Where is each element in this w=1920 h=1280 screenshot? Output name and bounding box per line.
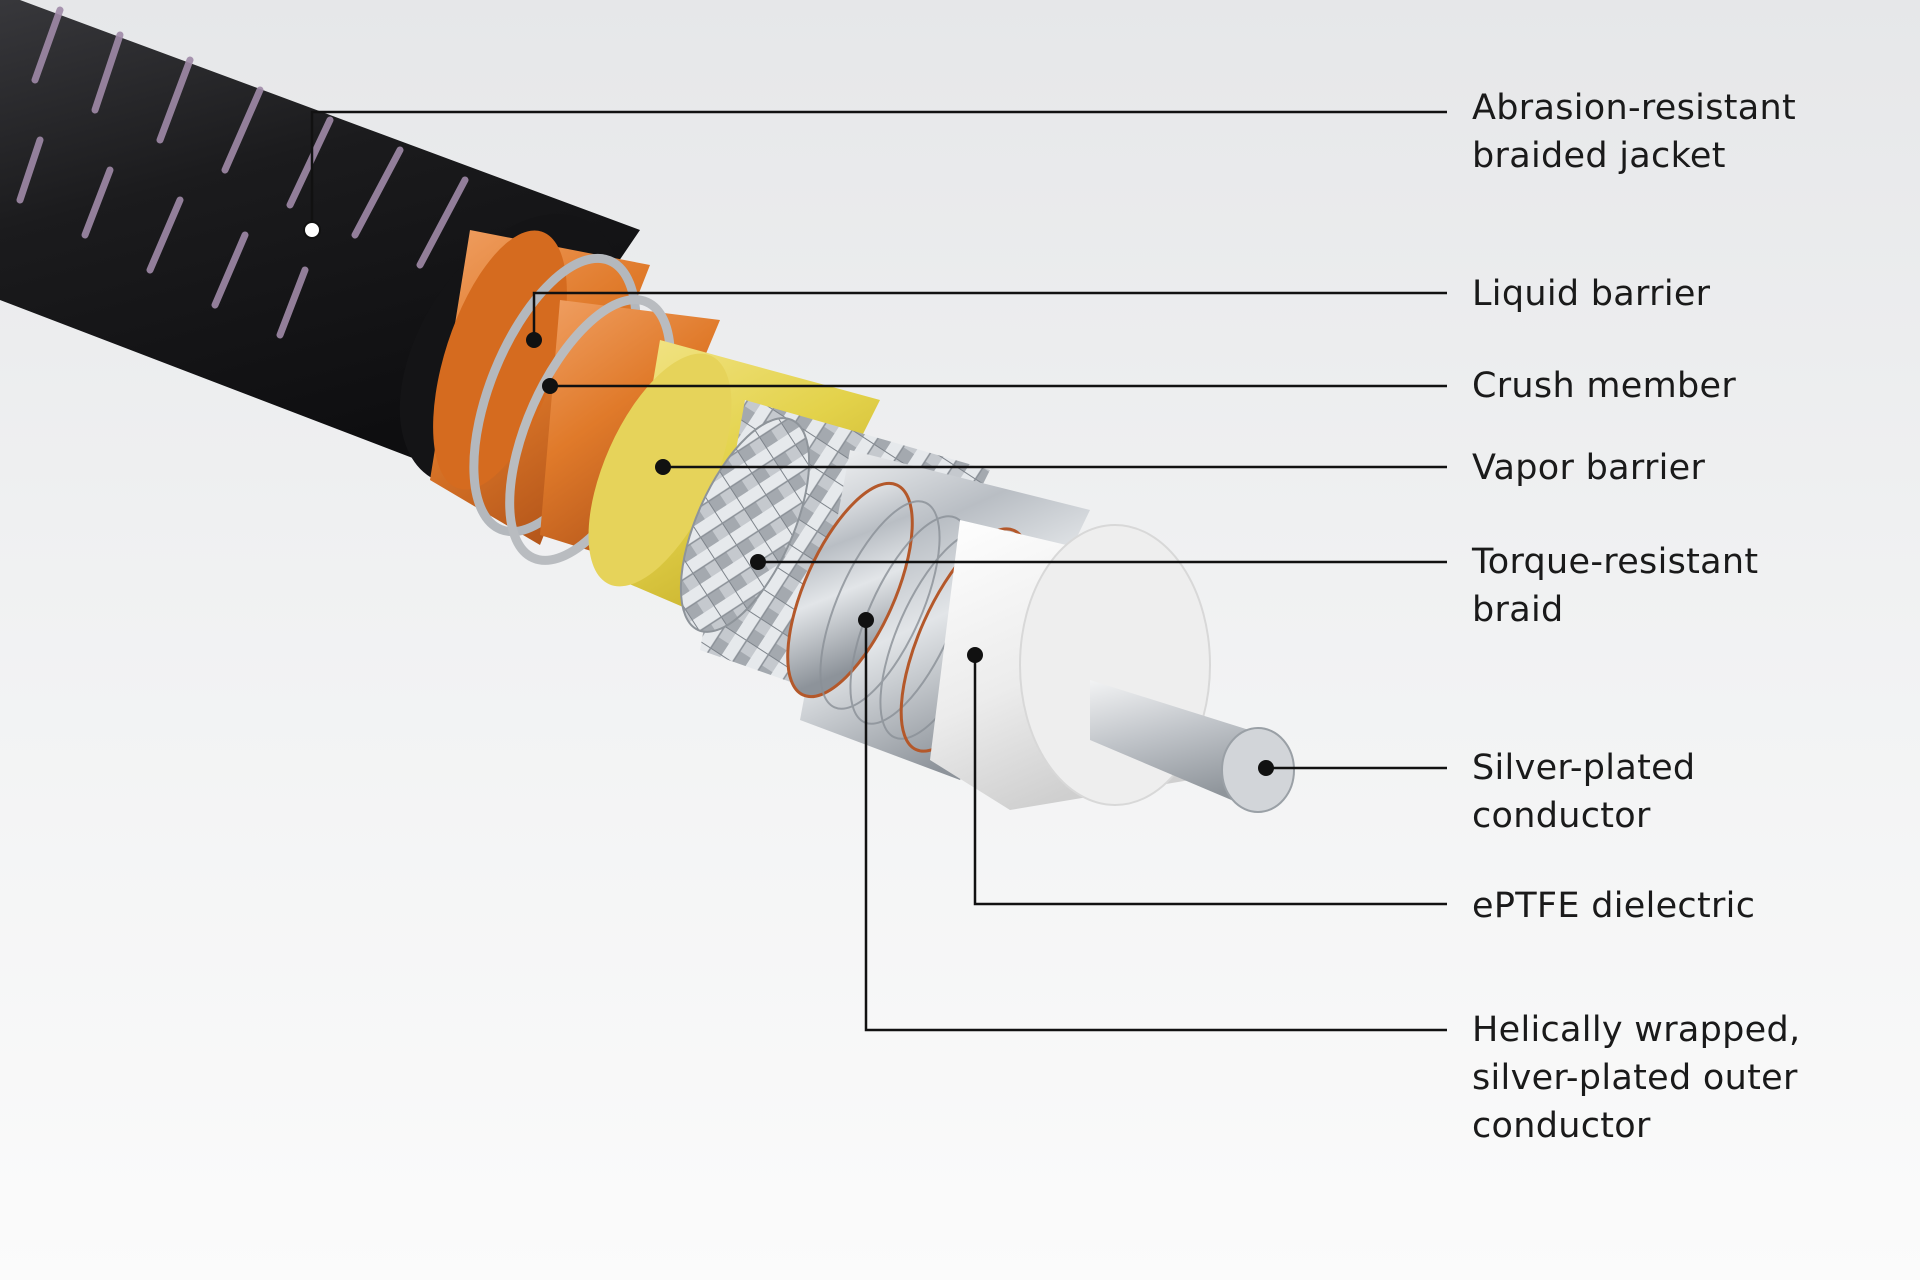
callout-line-dielectric <box>973 655 1447 906</box>
callout-dot-braid <box>750 554 766 570</box>
label-crush-member: Crush member <box>1472 366 1737 406</box>
label-eptfe-dielectric: ePTFE dielectric <box>1472 886 1756 926</box>
callout-line-outer <box>864 620 1447 1032</box>
callout-dot-vapor <box>655 459 671 475</box>
callout-lines <box>310 110 1447 1032</box>
label-silver-conductor: Silver-plated conductor <box>1472 748 1696 836</box>
callout-dot-jacket <box>303 221 321 239</box>
callout-dot-dielectric <box>967 647 983 663</box>
callout-line-jacket <box>310 110 1447 230</box>
outer-conductor-layer <box>786 450 1090 780</box>
callout-dot-crush <box>542 378 558 394</box>
callout-dot-conductor <box>1258 760 1274 776</box>
label-outer-conductor: Helically wrapped, silver-plated outer c… <box>1472 1010 1801 1146</box>
center-conductor-layer <box>1090 680 1295 813</box>
callout-line-liquid <box>532 291 1447 340</box>
callout-dot-outer <box>858 612 874 628</box>
label-liquid-barrier: Liquid barrier <box>1472 274 1711 314</box>
jacket-stripes <box>16 6 469 339</box>
label-torque-braid: Torque-resistant braid <box>1472 542 1759 630</box>
label-jacket: Abrasion-resistant braided jacket <box>1472 88 1797 176</box>
callout-dots <box>303 221 1274 776</box>
label-vapor-barrier: Vapor barrier <box>1472 448 1706 488</box>
callout-dot-liquid <box>526 332 542 348</box>
